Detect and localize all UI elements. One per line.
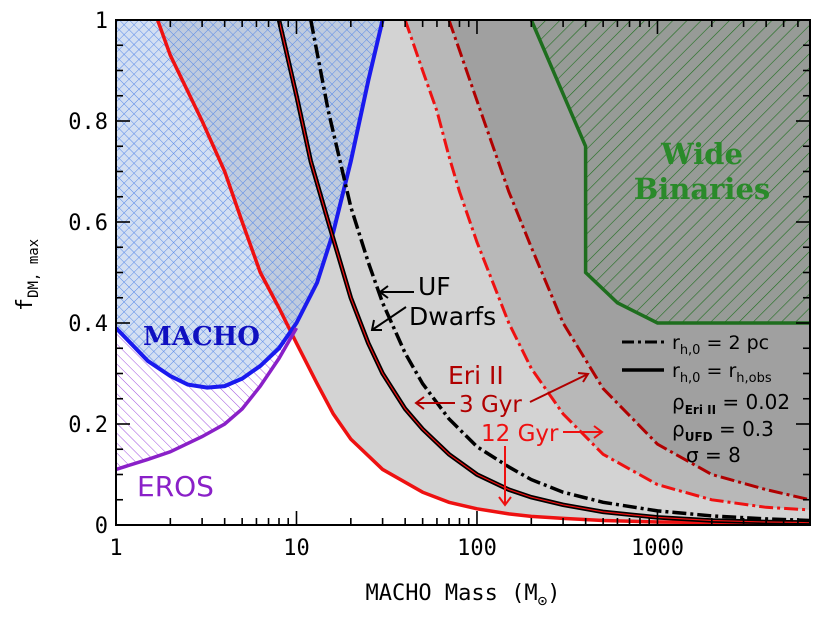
macho-hatch-region-b [116,20,383,388]
gyr12-right-arrow [563,425,604,439]
y-tick-label: 0 [95,514,108,539]
y-tick-label: 0.8 [68,110,108,135]
legend-param-2-main: ρ [672,417,685,441]
gyr12-down-arrow [498,446,512,507]
legend-entry-2-mid: = r [700,360,736,382]
legend-param-3: σ = 8 [686,443,741,467]
y-axis-title: fDM, max [13,239,42,311]
legend-param-2-sub: UFD [685,430,713,444]
y-tick-label: 0.6 [68,211,108,236]
uf-label: UF [418,272,451,301]
x-axis-title-close: ) [547,581,560,606]
ticks-layer: 1 10 100 1000 0 0.2 0.4 0.6 0.8 1 [68,9,811,561]
eri-12gyr-line [447,20,810,502]
gyr12-label: 12 Gyr [481,421,559,447]
legend-param-1-rest: = 0.02 [716,390,790,414]
legend-param-2-rest: = 0.3 [713,417,774,441]
dwarfs-arrow [370,306,407,331]
legend-entry-2: rh,0 = rh,obs [672,360,772,386]
x-axis-title-main: MACHO Mass (M [365,581,537,606]
uf-arrow [378,285,414,299]
x-tick-label: 1000 [631,536,684,561]
legend-entry-2-sub2: h,obs [736,371,772,386]
fill-layer [116,20,810,525]
uf-dwarfs-2pc-line [309,20,810,523]
eros-label: EROS [137,470,214,503]
dwarfs-label: Dwarfs [409,302,496,331]
legend: rh,0 = 2 pc rh,0 = rh,obs ρEri II = 0.02… [622,332,790,467]
eri-3gyr-line [403,20,810,512]
y-tick-label: 0.4 [68,312,108,337]
eros-line [116,327,299,472]
binaries-label: Binaries [634,172,770,206]
series-layer [116,20,810,525]
legend-entry-1-sub: h,0 [680,343,701,358]
y-axis-title-main: f [13,298,38,311]
legend-param-2: ρUFD = 0.3 [672,417,774,444]
macho-label: MACHO [143,322,260,352]
gyr3-left-arrow [414,396,455,410]
legend-param-1-main: ρ [672,390,685,414]
wide-binaries-hatch-region [531,20,810,323]
legend-entry-2-sub: h,0 [680,371,701,386]
red-boundary-line [155,20,810,525]
legend-entry-2-main: r [672,360,680,382]
x-tick-label: 1 [109,536,122,561]
x-tick-label: 100 [457,536,497,561]
y-axis-title-sub: DM, max [26,239,42,298]
y-tick-label: 0.2 [68,413,108,438]
legend-entry-1-main: r [672,332,680,354]
x-axis-title: MACHO Mass (M⊙) [365,581,560,610]
legend-param-1: ρEri II = 0.02 [672,390,790,417]
wide-binaries-line [529,20,810,325]
legend-entry-1: rh,0 = 2 pc [672,332,769,358]
wide-label: Wide [660,137,743,171]
eros-hatch-region [116,323,297,470]
x-axis-title-symbol: ⊙ [538,591,548,610]
eri-label: Eri II [448,361,504,390]
gyr3-label: 3 Gyr [459,392,522,418]
legend-entry-1-rest: = 2 pc [700,332,769,354]
legend-param-1-sub: Eri II [685,403,716,417]
gyr3-right-arrow [529,372,590,403]
x-tick-label: 10 [283,536,310,561]
y-tick-label: 1 [95,9,108,34]
